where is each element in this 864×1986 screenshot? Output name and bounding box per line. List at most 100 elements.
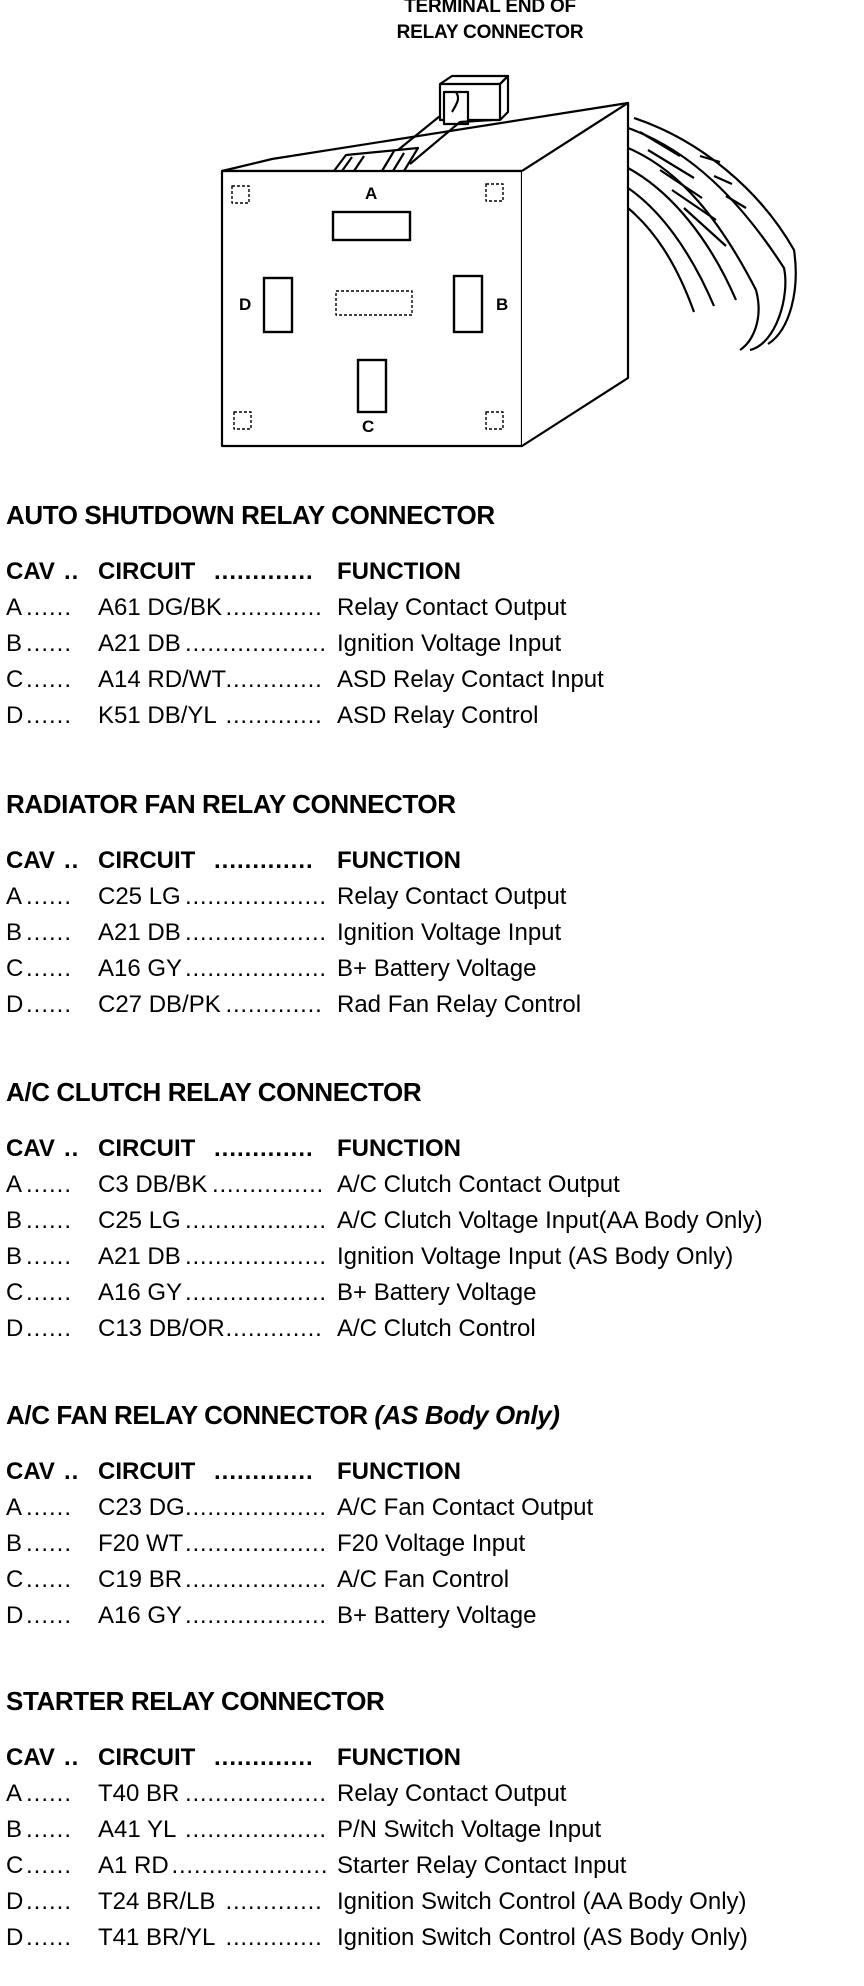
row-circuit: C19 BR <box>98 1566 183 1593</box>
header-circuit: CIRCUIT <box>98 1135 196 1162</box>
row-leader-dots: ...... <box>26 1494 73 1521</box>
section-title: RADIATOR FAN RELAY CONNECTOR <box>6 789 456 820</box>
row-function: A/C Fan Control <box>337 1566 510 1593</box>
row-cav: A <box>6 1494 23 1521</box>
row-leader-dots: ............. <box>225 594 323 621</box>
row-cav: B <box>6 919 23 946</box>
section-title-text: A/C FAN RELAY CONNECTOR <box>6 1400 368 1430</box>
row-function: A/C Fan Contact Output <box>337 1494 594 1521</box>
row-function: Ignition Voltage Input <box>337 919 562 946</box>
row-function: P/N Switch Voltage Input <box>337 1816 602 1843</box>
row-function: Relay Contact Output <box>337 1780 567 1807</box>
row-leader-dots: ...... <box>26 1207 73 1234</box>
header-cav: CAV <box>6 558 55 585</box>
row-function: ASD Relay Control <box>337 702 539 729</box>
header-leader-dots: .. <box>64 1135 80 1162</box>
header-leader-dots: ............. <box>214 1458 314 1485</box>
row-function: Starter Relay Contact Input <box>337 1852 627 1879</box>
row-circuit: C25 LG <box>98 1207 181 1234</box>
row-function: Ignition Switch Control (AA Body Only) <box>337 1888 747 1915</box>
row-leader-dots: ...... <box>26 666 73 693</box>
row-leader-dots: ............. <box>225 702 323 729</box>
row-leader-dots: ................... <box>185 1279 327 1306</box>
row-function: A/C Clutch Contact Output <box>337 1171 620 1198</box>
row-circuit: T41 BR/YL <box>98 1924 216 1951</box>
row-circuit: A41 YL <box>98 1816 177 1843</box>
header-function: FUNCTION <box>337 847 461 874</box>
row-cav: D <box>6 1315 24 1342</box>
row-circuit: T40 BR <box>98 1780 180 1807</box>
header-leader-dots: ............. <box>214 1744 314 1771</box>
row-cav: D <box>6 1602 24 1629</box>
section-title: STARTER RELAY CONNECTOR <box>6 1686 385 1717</box>
row-leader-dots: ...... <box>26 1888 73 1915</box>
row-leader-dots: ...... <box>26 1279 73 1306</box>
row-function: A/C Clutch Control <box>337 1315 536 1342</box>
row-function: F20 Voltage Input <box>337 1530 526 1557</box>
row-function: ASD Relay Contact Input <box>337 666 604 693</box>
row-function: B+ Battery Voltage <box>337 1279 537 1306</box>
row-function: Relay Contact Output <box>337 883 567 910</box>
row-circuit: F20 WT <box>98 1530 184 1557</box>
header-cav: CAV <box>6 847 55 874</box>
row-cav: C <box>6 955 24 982</box>
header-circuit: CIRCUIT <box>98 1458 196 1485</box>
cavity-b-terminal <box>452 274 484 334</box>
row-circuit: A21 DB <box>98 919 181 946</box>
row-leader-dots: ................... <box>185 919 327 946</box>
row-cav: B <box>6 1207 23 1234</box>
row-leader-dots: ................... <box>185 955 327 982</box>
row-cav: B <box>6 1530 23 1557</box>
row-leader-dots: ................... <box>185 1243 327 1270</box>
row-leader-dots: ...... <box>26 1602 73 1629</box>
row-leader-dots: ...... <box>26 1243 73 1270</box>
header-leader-dots: .. <box>64 847 80 874</box>
row-leader-dots: ...... <box>26 1171 73 1198</box>
row-leader-dots: ................... <box>185 1530 327 1557</box>
cavity-d-terminal <box>262 276 294 334</box>
section-title-text: RADIATOR FAN RELAY CONNECTOR <box>6 789 456 819</box>
section-title-text: A/C CLUTCH RELAY CONNECTOR <box>6 1077 422 1107</box>
header-circuit: CIRCUIT <box>98 558 196 585</box>
header-circuit: CIRCUIT <box>98 1744 196 1771</box>
header-function: FUNCTION <box>337 1744 461 1771</box>
header-leader-dots: .. <box>64 1458 80 1485</box>
section-title: A/C FAN RELAY CONNECTOR (AS Body Only) <box>6 1400 560 1431</box>
row-leader-dots: ...... <box>26 1852 73 1879</box>
row-circuit: C13 DB/OR <box>98 1315 225 1342</box>
row-circuit: A16 GY <box>98 955 183 982</box>
row-leader-dots: ...... <box>26 955 73 982</box>
row-leader-dots: ................... <box>185 630 327 657</box>
row-function: Rad Fan Relay Control <box>337 991 582 1018</box>
row-circuit: A21 DB <box>98 1243 181 1270</box>
row-circuit: T24 BR/LB <box>98 1888 216 1915</box>
diagram-title-line2: RELAY CONNECTOR <box>396 22 584 43</box>
header-function: FUNCTION <box>337 558 461 585</box>
row-leader-dots: ................... <box>185 1602 327 1629</box>
row-leader-dots: ...... <box>26 702 73 729</box>
row-cav: A <box>6 1171 23 1198</box>
row-cav: C <box>6 1852 24 1879</box>
row-leader-dots: ................... <box>185 1566 327 1593</box>
row-circuit: C27 DB/PK <box>98 991 221 1018</box>
row-circuit: A1 RD <box>98 1852 169 1879</box>
section-title-text: STARTER RELAY CONNECTOR <box>6 1686 385 1716</box>
row-leader-dots: ................... <box>185 1780 327 1807</box>
cavity-a-terminal <box>331 210 412 242</box>
row-leader-dots: ................... <box>185 1494 327 1521</box>
section-subtitle: (AS Body Only) <box>374 1400 560 1430</box>
header-function: FUNCTION <box>337 1135 461 1162</box>
row-cav: D <box>6 991 24 1018</box>
cavity-a-label: A <box>365 184 378 203</box>
row-cav: C <box>6 1279 24 1306</box>
row-cav: D <box>6 702 24 729</box>
row-circuit: A16 GY <box>98 1279 183 1306</box>
row-leader-dots: ...... <box>26 630 73 657</box>
row-cav: C <box>6 666 24 693</box>
row-function: B+ Battery Voltage <box>337 1602 537 1629</box>
section-title: A/C CLUTCH RELAY CONNECTOR <box>6 1077 422 1108</box>
row-cav: C <box>6 1566 24 1593</box>
row-leader-dots: ................... <box>185 1207 327 1234</box>
row-leader-dots: ...... <box>26 1780 73 1807</box>
row-leader-dots: ............. <box>225 991 323 1018</box>
